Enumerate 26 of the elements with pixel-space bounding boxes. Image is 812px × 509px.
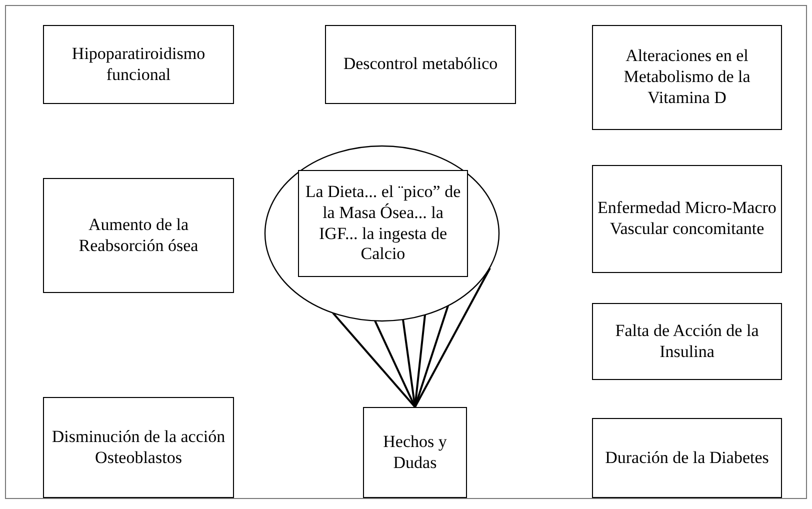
box-label: Disminución de la acción Osteoblastos bbox=[50, 426, 226, 468]
text-box bbox=[592, 303, 782, 380]
box-label: Hipoparatiroidismo funcional bbox=[70, 44, 206, 86]
connector-line bbox=[414, 314, 426, 408]
text-box bbox=[43, 178, 234, 293]
text-box bbox=[43, 397, 234, 498]
box-label: La Dieta... el ¨pico” de la Masa Ósea... la IGF... la ingesta de Calcio bbox=[304, 182, 462, 265]
text-box bbox=[592, 25, 782, 130]
text-box bbox=[298, 170, 468, 277]
box-label: Descontrol metabólico bbox=[342, 54, 499, 75]
text-box bbox=[592, 165, 782, 273]
box-label: Falta de Acción de la Insulina bbox=[614, 320, 760, 362]
text-box bbox=[43, 25, 234, 104]
box-label: Alteraciones en el Metabolismo de la Vitamina D bbox=[622, 46, 752, 109]
box-label: Aumento de la Reabsorción ósea bbox=[78, 214, 200, 256]
box-label: Hechos y Dudas bbox=[382, 432, 448, 474]
text-box bbox=[325, 25, 516, 104]
text-box bbox=[363, 407, 467, 498]
connector-line bbox=[374, 320, 416, 408]
box-label: Enfermedad Micro-Macro Vascular concomitante bbox=[596, 198, 778, 240]
connector-line bbox=[414, 268, 491, 408]
ellipse-shape bbox=[264, 145, 500, 322]
connector-line bbox=[332, 312, 416, 408]
box-label: Duración de la Diabetes bbox=[604, 448, 770, 468]
connector-line bbox=[414, 306, 449, 408]
text-box bbox=[592, 418, 782, 498]
